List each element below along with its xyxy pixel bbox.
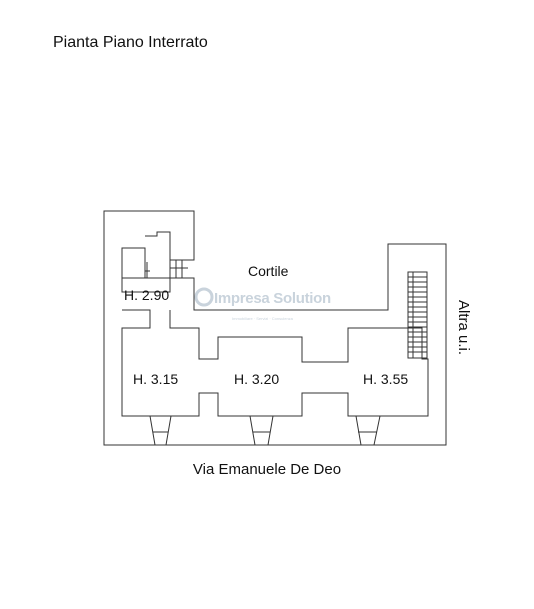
service-rooms [121, 231, 188, 293]
svg-text:Immobiliare · Servizi · Consul: Immobiliare · Servizi · Consulenza [232, 316, 294, 321]
street-label: Via Emanuele De Deo [192, 461, 342, 478]
room-label-small: H. 2.90 [124, 287, 169, 303]
outer-boundary [103, 210, 447, 446]
plan-title: Pianta Piano Interrato [53, 34, 208, 51]
staircase [407, 271, 428, 359]
room-label-left: H. 3.15 [133, 371, 178, 387]
room-label-center: H. 3.20 [234, 371, 279, 387]
svg-text:Impresa Solution: Impresa Solution [214, 290, 331, 307]
watermark-logo: Impresa Solution Immobiliare · Servizi ·… [194, 287, 331, 321]
window-wells [149, 415, 381, 446]
interior-rooms [121, 309, 429, 417]
adjacent-unit-label: Altra u.i. [455, 300, 472, 356]
room-label-right: H. 3.55 [363, 371, 408, 387]
courtyard-label: Cortile [248, 263, 289, 279]
